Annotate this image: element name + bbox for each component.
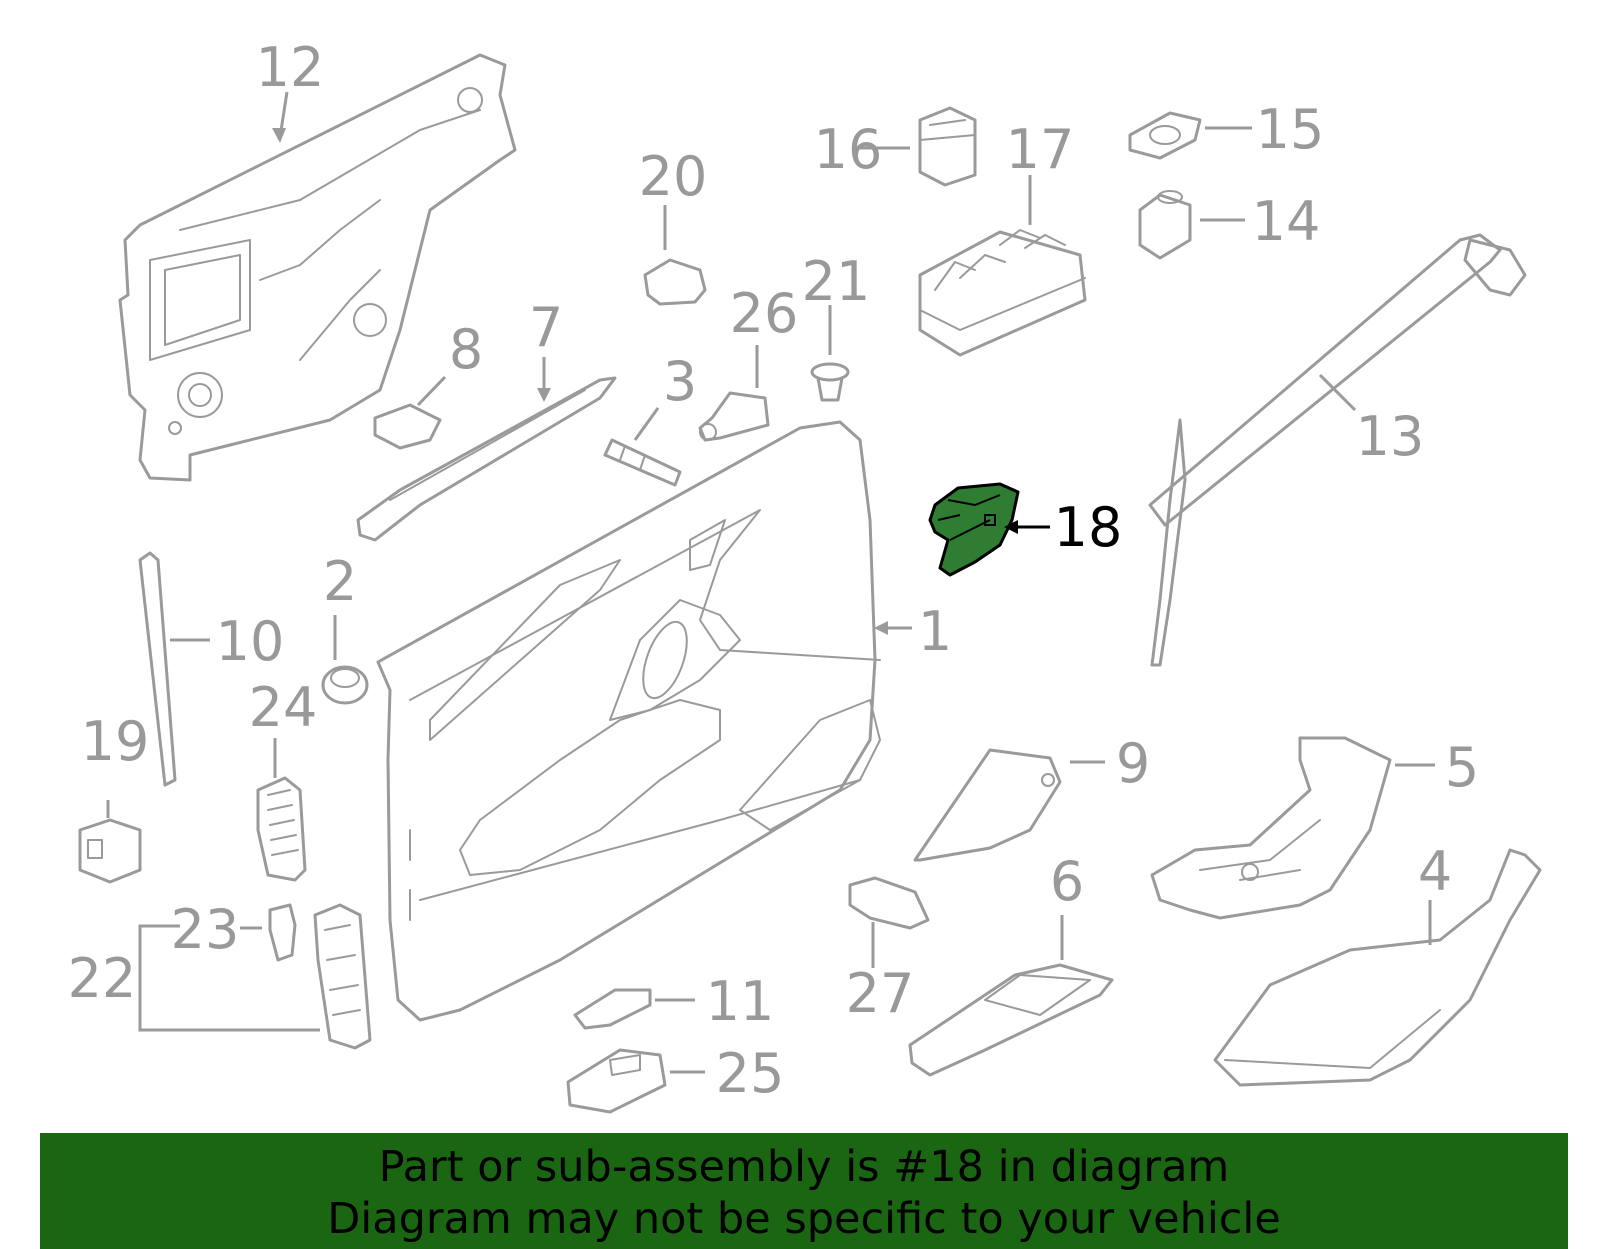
leader-13 <box>1318 373 1357 412</box>
part-23-bulb <box>268 903 297 962</box>
callout-13: 13 <box>1356 405 1425 468</box>
part-10-seal-strip <box>138 551 177 787</box>
callout-24: 24 <box>249 676 318 739</box>
callout-20: 20 <box>639 145 708 208</box>
part-11-lens <box>573 988 652 1030</box>
part-3-bolt <box>603 438 682 487</box>
callout-1: 1 <box>918 600 952 663</box>
banner-line-2: Diagram may not be specific to your vehi… <box>327 1194 1281 1244</box>
callout-7: 7 <box>529 296 563 359</box>
callout-2: 2 <box>323 550 357 613</box>
part-20-bracket <box>643 258 707 306</box>
callout-12: 12 <box>256 36 325 99</box>
part-18-highlighted <box>928 482 1020 577</box>
part-5-armrest-bracket <box>1150 736 1392 920</box>
part-25-module <box>566 1048 667 1114</box>
callout-17: 17 <box>1006 118 1075 181</box>
part-24-grille <box>256 776 307 882</box>
leader-3 <box>633 407 660 441</box>
leader-22 <box>138 924 320 1032</box>
part-16-switch <box>918 106 977 187</box>
part-21-push-clip <box>810 362 850 402</box>
part-22-lamp-housing <box>313 903 372 1050</box>
callout-25: 25 <box>716 1042 785 1105</box>
part-13-window-channel <box>1148 233 1527 667</box>
callout-16: 16 <box>814 118 883 181</box>
part-6-armrest-pad <box>908 963 1114 1077</box>
callout-10: 10 <box>216 610 285 673</box>
part-19-switch <box>78 818 142 884</box>
part-26-clip <box>698 391 770 442</box>
part-4-armrest-cover <box>1213 848 1542 1087</box>
callout-11: 11 <box>706 970 775 1033</box>
part-2-grommet <box>321 665 369 705</box>
banner-line-1: Part or sub-assembly is #18 in diagram <box>378 1142 1230 1192</box>
part-27-clip <box>848 876 930 930</box>
callout-26: 26 <box>730 282 799 345</box>
callout-21: 21 <box>802 250 871 313</box>
leader-8 <box>416 375 447 407</box>
part-1-door-trim-panel <box>376 420 881 1022</box>
parts-diagram: 12 1 7 8 3 26 <box>67 36 1542 1114</box>
callout-3: 3 <box>663 350 697 413</box>
part-15-cover <box>1128 111 1202 160</box>
callout-15: 15 <box>1256 98 1325 161</box>
part-12-door-module <box>118 53 517 482</box>
callout-18: 18 <box>1054 496 1123 559</box>
part-14-knob <box>1138 190 1192 260</box>
part-7-trim-strip <box>356 376 617 542</box>
callout-6: 6 <box>1050 850 1084 913</box>
callout-5: 5 <box>1445 736 1479 799</box>
part-8-clip <box>373 403 442 450</box>
part-17-window-switch-panel <box>918 229 1087 357</box>
info-banner: Part or sub-assembly is #18 in diagram D… <box>40 1133 1568 1249</box>
callout-4: 4 <box>1418 840 1452 903</box>
callout-14: 14 <box>1252 190 1321 253</box>
part-9-bracket-panel <box>913 748 1062 862</box>
callout-23: 23 <box>171 898 240 961</box>
callout-19: 19 <box>81 710 150 773</box>
callout-9: 9 <box>1116 732 1150 795</box>
callout-27: 27 <box>846 962 915 1025</box>
callout-22: 22 <box>68 947 137 1010</box>
callout-8: 8 <box>449 318 483 381</box>
